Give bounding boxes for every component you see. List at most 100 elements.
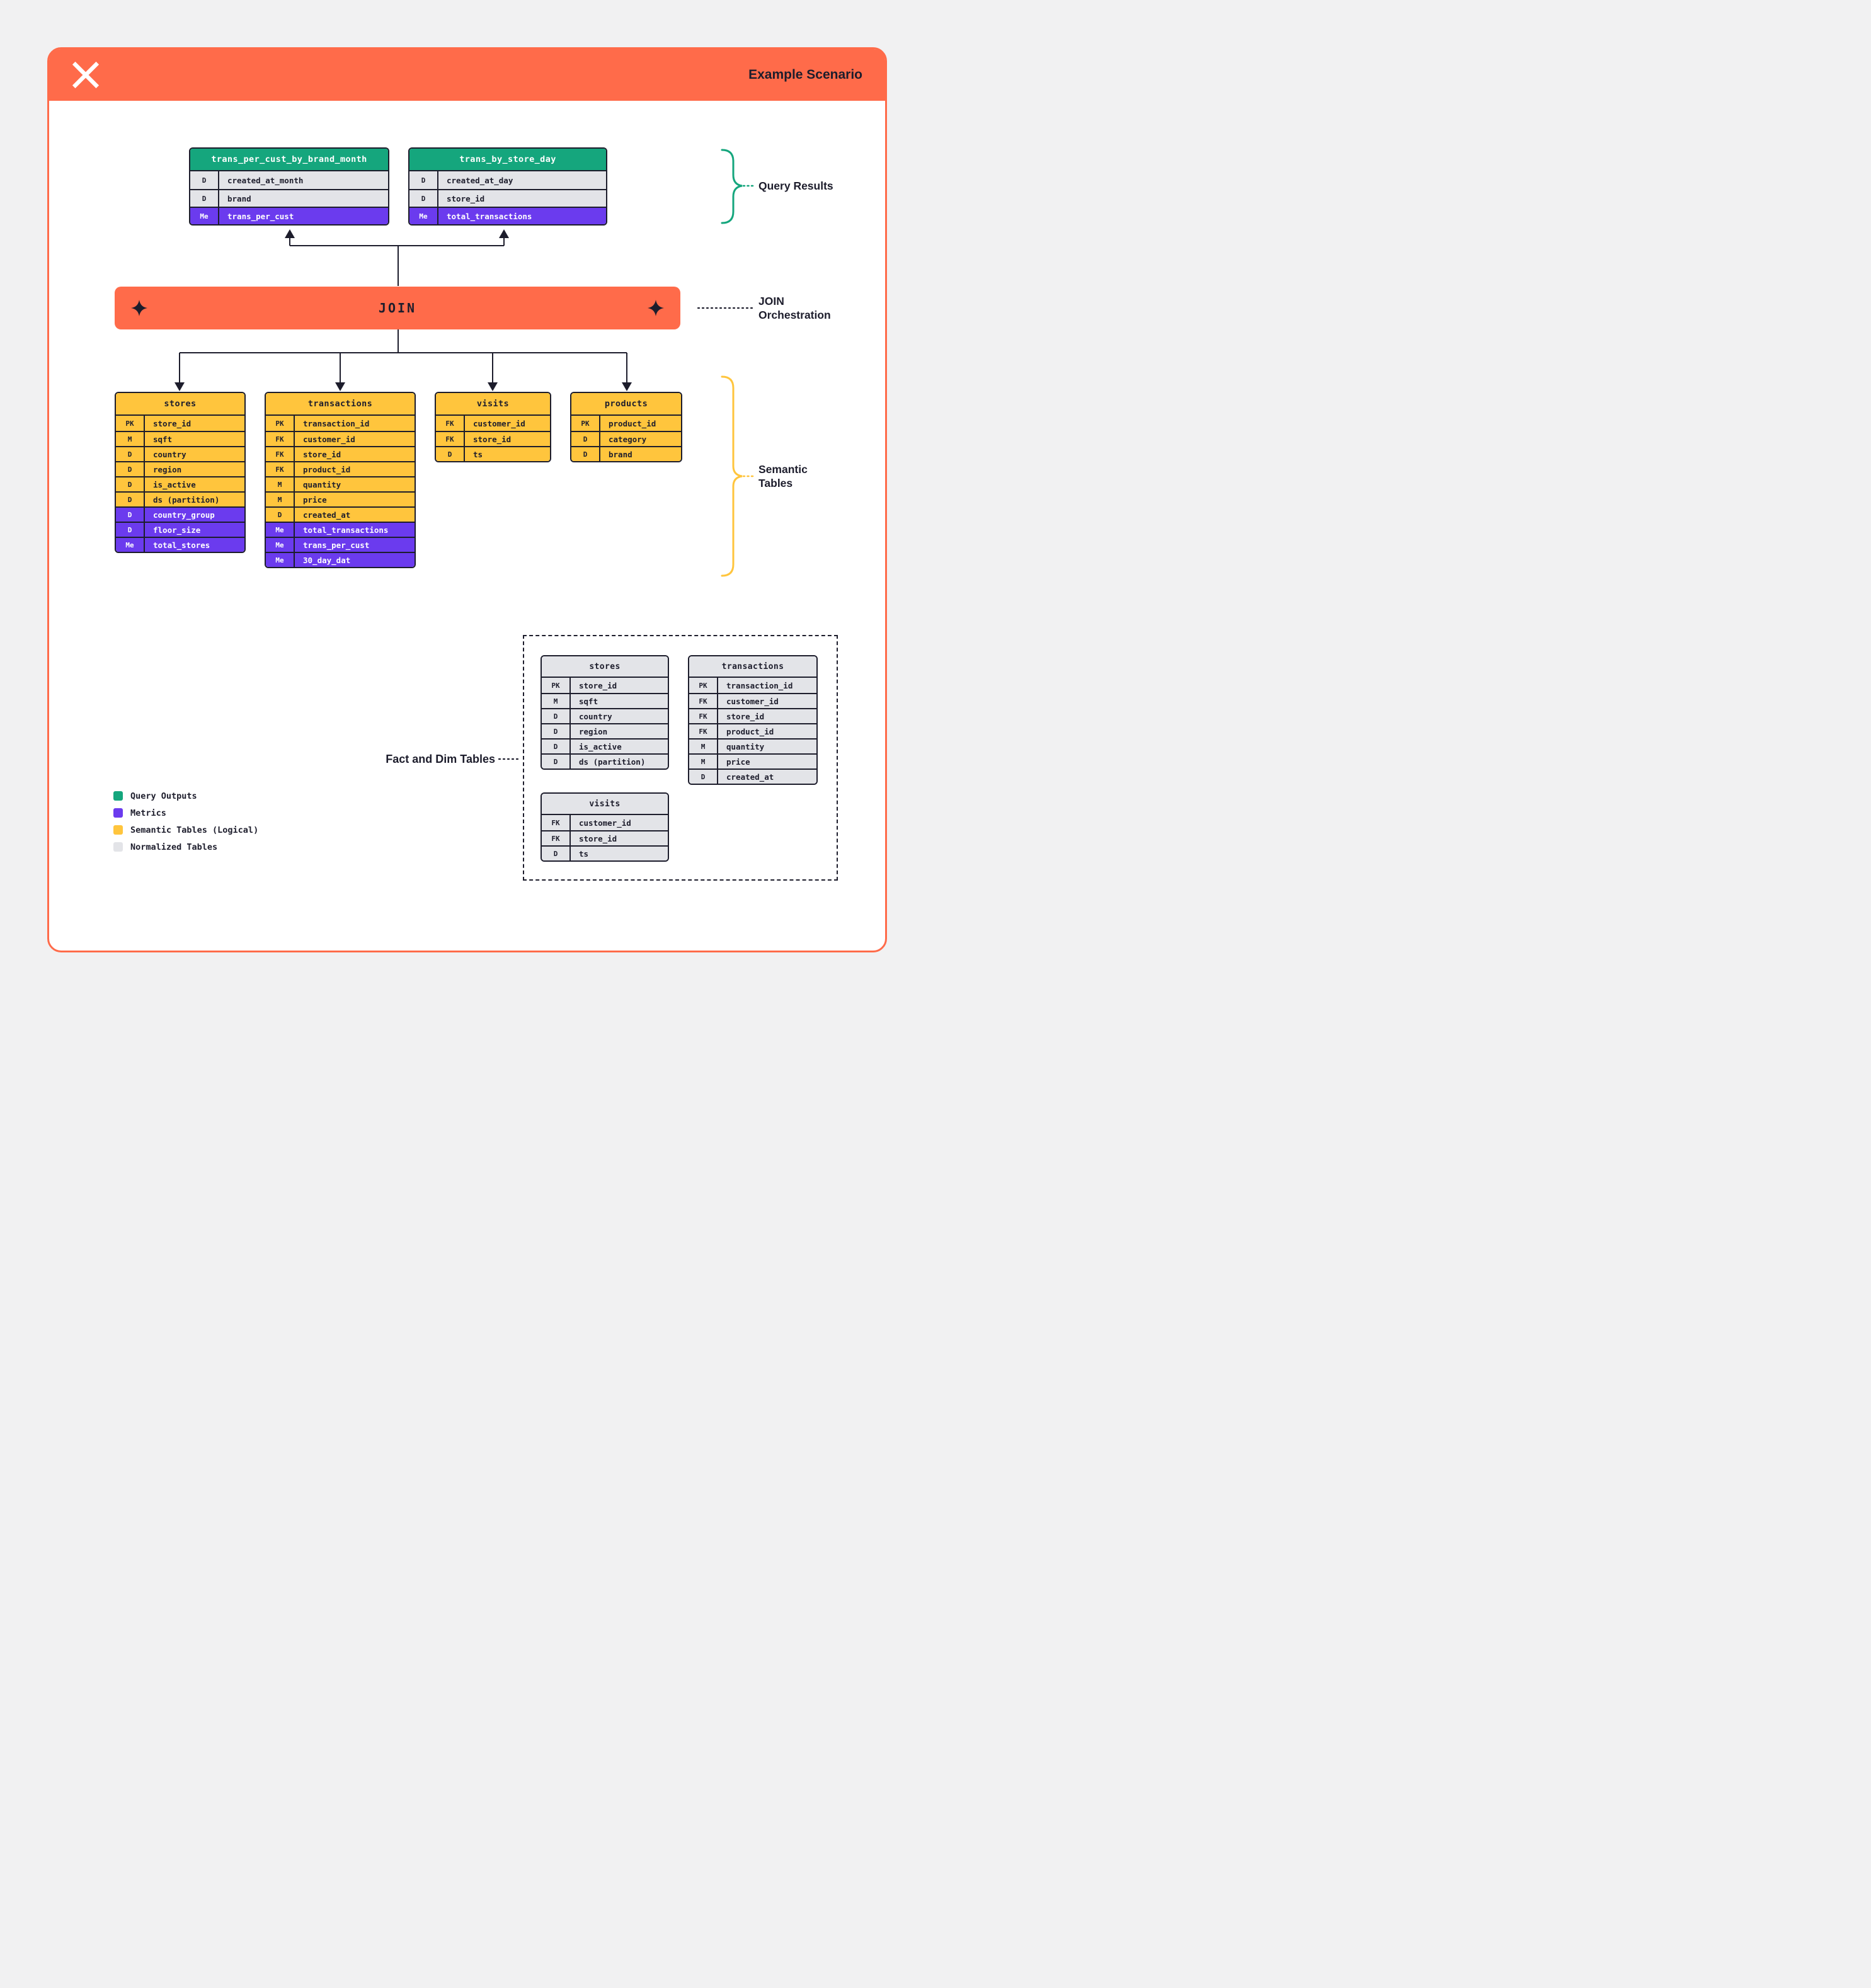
field-key: FK xyxy=(542,831,571,845)
legend-label: Query Outputs xyxy=(130,791,197,801)
field-name: country xyxy=(579,711,612,721)
table-title: trans_by_store_day xyxy=(409,149,606,171)
field-key: FK xyxy=(266,432,295,446)
field-name: quantity xyxy=(303,479,341,489)
field-key: D xyxy=(266,508,295,522)
table-row: FK customer_id xyxy=(266,431,415,446)
field-key: D xyxy=(116,462,145,476)
legend-item: Normalized Tables xyxy=(113,841,258,853)
field-name: store_id xyxy=(153,418,192,428)
join-bar: JOIN xyxy=(115,287,680,329)
sparkle-icon xyxy=(647,300,664,316)
field-key: M xyxy=(689,755,718,768)
field-key: D xyxy=(116,447,145,461)
field-name: product_id xyxy=(726,726,774,736)
field-key: D xyxy=(190,190,219,207)
table-row: FK product_id xyxy=(689,723,816,738)
field-key: FK xyxy=(689,724,718,738)
field-name: customer_id xyxy=(473,418,525,428)
table-title: trans_per_cust_by_brand_month xyxy=(190,149,388,171)
field-name: total_transactions xyxy=(447,211,532,221)
field-key: D xyxy=(116,493,145,506)
field-name: 30_day_dat xyxy=(303,555,351,565)
field-name: sqft xyxy=(579,696,598,706)
field-name: floor_size xyxy=(153,525,201,535)
legend-swatch xyxy=(113,791,123,801)
field-key: PK xyxy=(571,416,600,431)
field-name: category xyxy=(609,434,647,444)
legend-swatch xyxy=(113,825,123,835)
field-name: sqft xyxy=(153,434,173,444)
sparkle-icon xyxy=(131,300,147,316)
field-key: D xyxy=(542,740,571,753)
field-key: PK xyxy=(689,678,718,693)
field-name: ds (partition) xyxy=(153,494,220,505)
join-label: JOIN xyxy=(378,300,417,316)
field-key: PK xyxy=(116,416,145,431)
field-key: D xyxy=(542,709,571,723)
field-key: FK xyxy=(689,694,718,708)
label-query-results: Query Results xyxy=(758,180,833,192)
field-key: M xyxy=(689,740,718,753)
field-key: PK xyxy=(542,678,571,693)
field-key: D xyxy=(190,171,219,189)
field-name: trans_per_cust xyxy=(303,540,370,550)
field-name: ds (partition) xyxy=(579,757,646,767)
field-key: D xyxy=(689,770,718,784)
flow-arrowheads xyxy=(175,229,632,391)
flow-arrow-lines xyxy=(179,237,627,383)
field-name: customer_id xyxy=(726,696,779,706)
table-row: PK store_id xyxy=(116,416,244,431)
field-key: D xyxy=(409,190,438,207)
field-name: customer_id xyxy=(303,434,355,444)
field-name: brand xyxy=(227,193,251,203)
field-name: region xyxy=(153,464,182,474)
field-name: is_active xyxy=(153,479,196,489)
table-title: visits xyxy=(436,393,550,416)
query-results-bracket xyxy=(721,149,743,224)
legend-label: Semantic Tables (Logical) xyxy=(130,825,259,835)
field-name: price xyxy=(303,494,327,505)
field-name: ts xyxy=(473,449,483,459)
field-name: store_id xyxy=(726,711,765,721)
field-key: Me xyxy=(116,538,145,552)
field-key: PK xyxy=(266,416,295,431)
field-name: ts xyxy=(579,848,589,859)
fact-dim-tables-group xyxy=(523,635,838,881)
legend-swatch xyxy=(113,842,123,852)
field-name: country xyxy=(153,449,186,459)
semantic-tables-bracket xyxy=(721,375,743,577)
